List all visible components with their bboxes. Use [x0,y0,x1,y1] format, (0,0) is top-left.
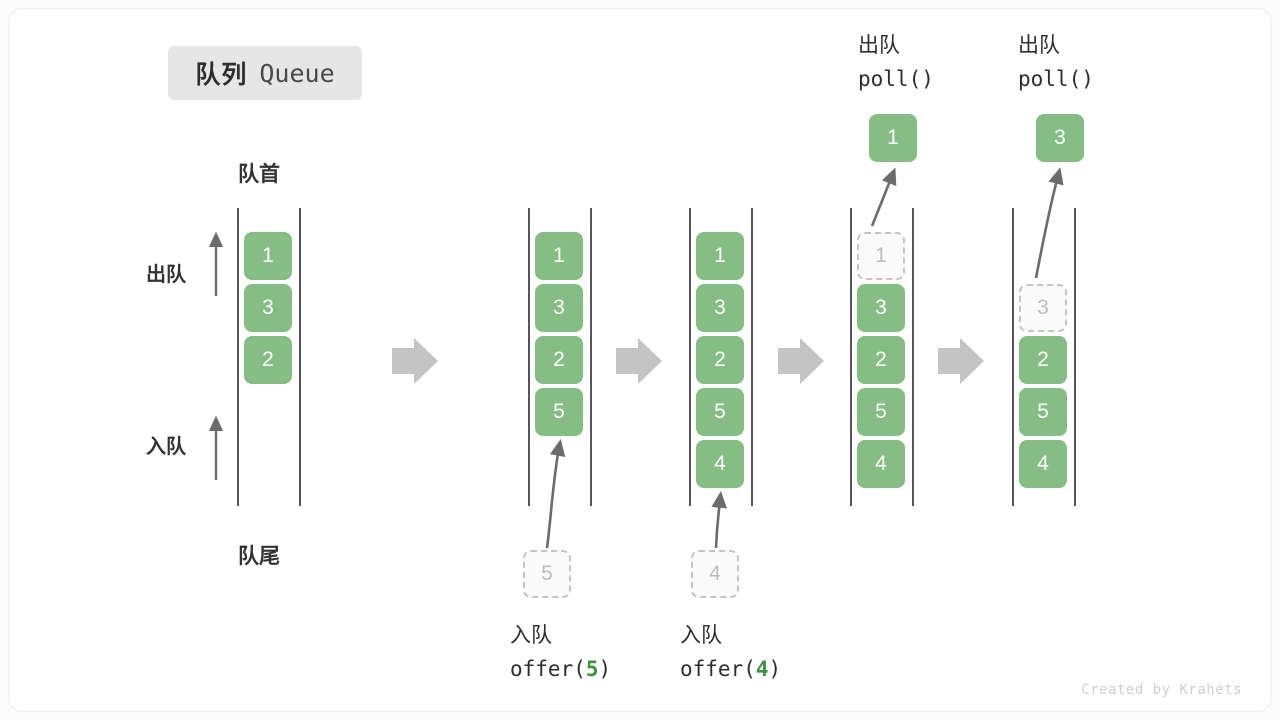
queue-tail-label: 队尾 [238,545,280,568]
queue-cell: 2 [696,336,744,384]
rail-left [850,208,852,506]
enqueue-direction-label: 入队 [146,436,186,458]
credit-text: Created by Krahets [1081,682,1242,698]
figure-title-en: Queue [259,58,335,88]
incoming-ghost-cell: 5 [523,550,571,598]
operation-label-code: poll() [858,66,934,91]
polled-result-cell: 1 [869,114,917,162]
operation-label-code: offer(5) [510,653,611,686]
rail-right [912,208,914,506]
outgoing-ghost-cell: 1 [857,232,905,280]
code-prefix: offer( [510,656,586,681]
rail-right [751,208,753,506]
queue-cell: 4 [1019,440,1067,488]
operation-label-code: offer(4) [680,653,781,686]
code-value: 4 [755,656,769,681]
operation-label-cn: 出队 [1018,34,1060,57]
operation-label-cn: 入队 [510,624,552,647]
queue-cell: 3 [244,284,292,332]
operation-label-poll-1: 出队 poll() [858,30,934,95]
figure-title-cn: 队列 [195,61,248,89]
figure-title-badge: 队列 Queue [168,46,362,100]
operation-label-code: poll() [1018,66,1094,91]
queue-cell: 5 [696,388,744,436]
queue-cell: 5 [535,388,583,436]
operation-label-cn: 入队 [680,624,722,647]
rail-right [1074,208,1076,506]
rail-right [590,208,592,506]
queue-cell: 3 [857,284,905,332]
queue-cell: 3 [696,284,744,332]
figure-card [8,8,1272,712]
rail-left [528,208,530,506]
polled-result-cell: 3 [1036,114,1084,162]
rail-left [689,208,691,506]
code-suffix: ) [768,656,782,681]
queue-cell: 1 [535,232,583,280]
queue-cell: 1 [696,232,744,280]
queue-cell: 2 [244,336,292,384]
code-prefix: offer( [680,656,756,681]
queue-head-label: 队首 [238,163,280,186]
queue-cell: 5 [1019,388,1067,436]
outgoing-ghost-cell: 3 [1019,284,1067,332]
rail-left [237,208,239,506]
queue-cell: 2 [1019,336,1067,384]
queue-cell: 4 [857,440,905,488]
rail-right [299,208,301,506]
queue-cell: 2 [535,336,583,384]
operation-label-offer-5: 入队 offer(5) [510,620,611,685]
rail-left [1012,208,1014,506]
queue-cell: 2 [857,336,905,384]
operation-label-offer-4: 入队 offer(4) [680,620,781,685]
operation-label-cn: 出队 [858,34,900,57]
code-value: 5 [585,656,599,681]
queue-cell: 4 [696,440,744,488]
dequeue-direction-label: 出队 [146,264,186,286]
incoming-ghost-cell: 4 [691,550,739,598]
code-suffix: ) [598,656,612,681]
queue-cell: 5 [857,388,905,436]
operation-label-poll-3: 出队 poll() [1018,30,1094,95]
queue-cell: 1 [244,232,292,280]
queue-cell: 3 [535,284,583,332]
